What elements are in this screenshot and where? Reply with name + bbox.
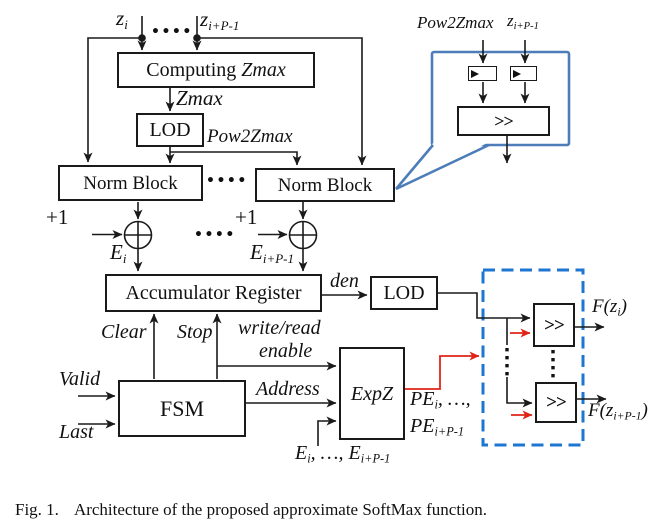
figure-caption: Fig. 1. Architecture of the proposed appr… bbox=[15, 501, 487, 518]
label-stop: Stop bbox=[177, 321, 213, 343]
shift-symbol: >> bbox=[494, 111, 513, 131]
block-lod-den: LOD bbox=[370, 276, 438, 310]
block-label: Computing Zmax bbox=[146, 59, 286, 81]
label-pow2zmax: Pow2Zmax bbox=[207, 126, 293, 147]
label-write-read: write/read bbox=[238, 317, 321, 339]
caption-text: Architecture of the proposed approximate… bbox=[73, 500, 488, 519]
label-z-ip-top: zi+P-1 bbox=[200, 7, 240, 33]
block-shifter-2: >> bbox=[535, 382, 577, 423]
ellipsis-dots-adders: •••• bbox=[194, 227, 236, 243]
block-label: ExpZ bbox=[350, 382, 394, 405]
block-shifter-1: >> bbox=[533, 303, 575, 347]
red-wires bbox=[405, 328, 533, 420]
block-expz: ExpZ bbox=[339, 347, 405, 440]
inset-shifter: >> bbox=[457, 106, 550, 136]
ellipsis-dots-top: •••• bbox=[151, 24, 193, 40]
label-e-i: Ei bbox=[110, 240, 127, 266]
callout-shape bbox=[395, 50, 571, 191]
wire-pe-red bbox=[405, 351, 480, 390]
junction-dot bbox=[138, 34, 146, 42]
block-label: LOD bbox=[383, 282, 425, 304]
register-triangle-icon bbox=[513, 69, 521, 78]
block-computing-zmax: Computing Zmax bbox=[117, 52, 315, 88]
wire-lod-to-shift1 bbox=[438, 292, 531, 323]
shift-symbol: >> bbox=[546, 392, 567, 413]
shift-symbol: >> bbox=[544, 314, 565, 336]
ellipsis-dots-norm: •••• bbox=[206, 173, 248, 189]
label-clear: Clear bbox=[101, 321, 147, 343]
inset-label-pow2zmax: Pow2Zmax bbox=[417, 13, 494, 32]
wire-to-shift2 bbox=[506, 377, 533, 408]
junction-dot bbox=[193, 34, 201, 42]
dotted-connectors bbox=[505, 348, 555, 380]
block-label: Norm Block bbox=[277, 174, 373, 196]
block-accumulator-register: Accumulator Register bbox=[105, 274, 322, 312]
label-plus1-left: +1 bbox=[46, 205, 69, 229]
inset-register-1 bbox=[468, 66, 497, 81]
label-e-list: Ei, …, Ei+P-1 bbox=[295, 442, 391, 466]
block-label: Accumulator Register bbox=[125, 282, 302, 304]
block-label: LOD bbox=[149, 119, 191, 141]
wire-left-rail bbox=[83, 37, 142, 163]
caption-fig-number: Fig. 1. bbox=[15, 500, 59, 519]
label-den: den bbox=[330, 270, 359, 292]
block-label: FSM bbox=[159, 395, 205, 421]
inset-label-z-ip: zi+P-1 bbox=[507, 11, 539, 33]
inset-register-2 bbox=[510, 66, 537, 81]
label-f-zip: F(zi+P-1) bbox=[588, 400, 648, 423]
label-plus1-right: +1 bbox=[235, 205, 258, 229]
block-label: Norm Block bbox=[83, 172, 178, 194]
wire-elist bbox=[317, 416, 337, 446]
label-enable: enable bbox=[259, 340, 313, 362]
dashed-region-border bbox=[481, 268, 585, 447]
label-valid: Valid bbox=[59, 368, 101, 390]
label-f-zi: F(zi) bbox=[592, 296, 627, 319]
label-zmax: Zmax bbox=[176, 86, 223, 110]
block-fsm: FSM bbox=[118, 380, 246, 437]
label-pe-list-1: PEi, …, bbox=[410, 388, 471, 412]
black-wires bbox=[78, 16, 607, 446]
label-z-i: zi bbox=[116, 6, 128, 32]
label-address: Address bbox=[256, 378, 320, 400]
label-pe-list-2: PEi+P-1 bbox=[410, 415, 465, 439]
wire-pow2zmax-right bbox=[170, 151, 302, 166]
label-e-ip: Ei+P-1 bbox=[250, 240, 295, 266]
wire-right-rail bbox=[197, 37, 367, 166]
register-triangle-icon bbox=[471, 69, 479, 78]
block-norm-right: Norm Block bbox=[255, 168, 395, 202]
label-last: Last bbox=[59, 421, 94, 443]
block-lod-top: LOD bbox=[136, 113, 204, 147]
block-norm-left: Norm Block bbox=[58, 165, 203, 201]
